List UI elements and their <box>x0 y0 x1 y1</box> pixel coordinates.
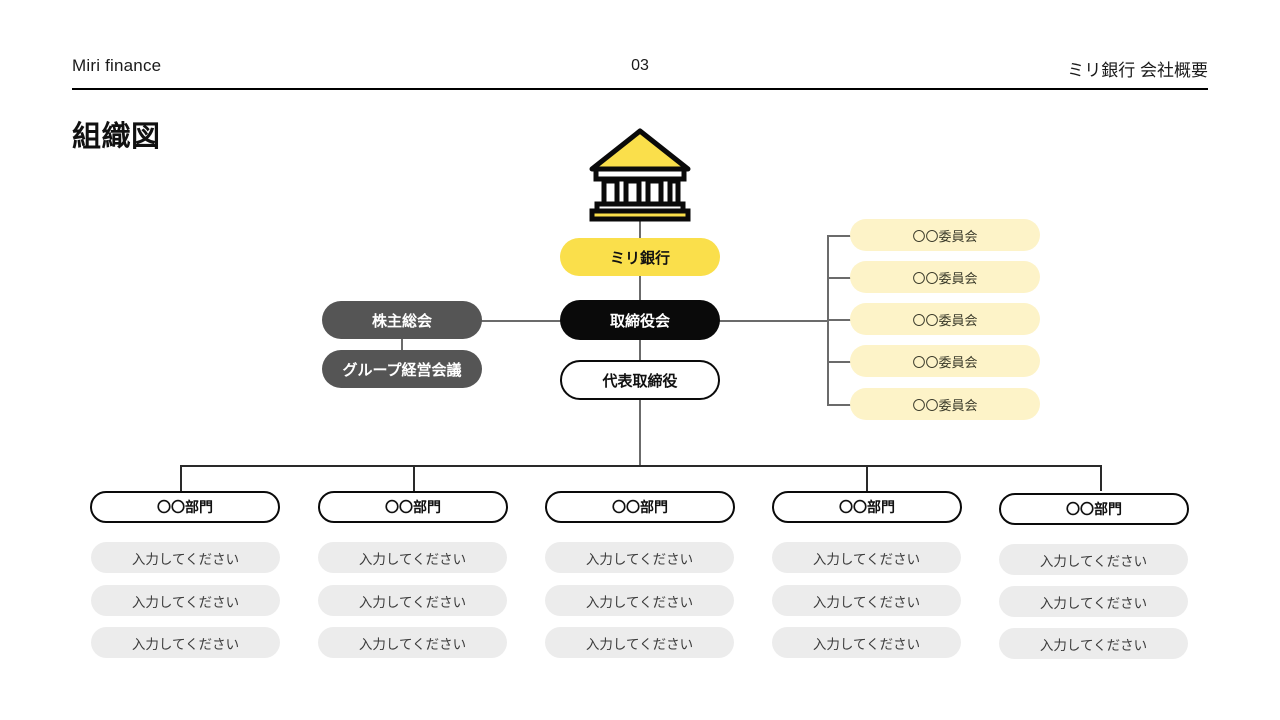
department-1-item-1[interactable]: 入力してください <box>91 542 280 573</box>
department-1-item-3[interactable]: 入力してください <box>91 627 280 658</box>
node-department-1[interactable]: 〇〇部門 <box>90 491 280 523</box>
department-drop-1 <box>180 465 182 491</box>
node-department-3-label: 〇〇部門 <box>612 499 668 515</box>
node-top-bank[interactable]: ミリ銀行 <box>560 238 720 276</box>
department-3-item-2-label: 入力してください <box>585 594 694 610</box>
department-1-item-1-label: 入力してください <box>131 551 240 567</box>
department-3-item-1-label: 入力してください <box>585 551 694 567</box>
department-5-item-3-label: 入力してください <box>1039 637 1148 653</box>
node-committee-2-label: 〇〇委員会 <box>912 270 978 286</box>
node-department-3[interactable]: 〇〇部門 <box>545 491 735 523</box>
connector-bank-to-board <box>639 276 641 304</box>
department-2-item-3[interactable]: 入力してください <box>318 627 507 658</box>
department-2-item-1[interactable]: 入力してください <box>318 542 507 573</box>
department-3-item-1[interactable]: 入力してください <box>545 542 734 573</box>
department-5-item-2[interactable]: 入力してください <box>999 586 1188 617</box>
department-5-item-1[interactable]: 入力してください <box>999 544 1188 575</box>
department-4-item-1-label: 入力してください <box>812 551 921 567</box>
node-committee-5[interactable]: 〇〇委員会 <box>850 388 1040 420</box>
node-committee-3-label: 〇〇委員会 <box>912 312 978 328</box>
node-shareholders-meeting[interactable]: 株主総会 <box>322 301 482 339</box>
department-5-item-1-label: 入力してください <box>1039 553 1148 569</box>
node-group-management-meeting-label: グループ経営会議 <box>342 361 462 379</box>
header-divider <box>72 88 1208 90</box>
department-bus-line <box>180 465 1101 467</box>
node-representative-director[interactable]: 代表取締役 <box>560 360 720 400</box>
node-top-bank-label: ミリ銀行 <box>609 249 670 267</box>
department-2-item-2-label: 入力してください <box>358 594 467 610</box>
department-1-item-3-label: 入力してください <box>131 636 240 652</box>
node-committee-5-label: 〇〇委員会 <box>912 397 978 413</box>
committee-branch-4 <box>827 361 851 363</box>
committee-branch-1 <box>827 235 851 237</box>
page-title: 組織図 <box>72 121 161 153</box>
connector-board-to-shareholders <box>481 320 561 322</box>
department-2-item-3-label: 入力してください <box>358 636 467 652</box>
node-committee-1[interactable]: 〇〇委員会 <box>850 219 1040 251</box>
node-committee-3[interactable]: 〇〇委員会 <box>850 303 1040 335</box>
node-shareholders-meeting-label: 株主総会 <box>371 312 432 330</box>
node-department-4-label: 〇〇部門 <box>839 499 895 515</box>
node-department-4[interactable]: 〇〇部門 <box>772 491 962 523</box>
department-4-item-2[interactable]: 入力してください <box>772 585 961 616</box>
committee-branch-3 <box>827 319 851 321</box>
header-document-title: ミリ銀行 会社概要 <box>1067 61 1208 80</box>
department-4-item-1[interactable]: 入力してください <box>772 542 961 573</box>
node-representative-director-label: 代表取締役 <box>602 372 678 390</box>
department-4-item-2-label: 入力してください <box>812 594 921 610</box>
department-4-item-3-label: 入力してください <box>812 636 921 652</box>
department-5-item-2-label: 入力してください <box>1039 595 1148 611</box>
department-drop-5 <box>1100 465 1102 491</box>
node-department-5[interactable]: 〇〇部門 <box>999 493 1189 525</box>
node-department-2[interactable]: 〇〇部門 <box>318 491 508 523</box>
department-4-item-3[interactable]: 入力してください <box>772 627 961 658</box>
department-drop-2 <box>413 465 415 491</box>
department-1-item-2[interactable]: 入力してください <box>91 585 280 616</box>
node-committee-4-label: 〇〇委員会 <box>912 354 978 370</box>
connector-icon-to-bank <box>639 220 641 240</box>
connector-shareholders-to-group-meeting <box>401 339 403 360</box>
department-1-item-2-label: 入力してください <box>131 594 240 610</box>
department-3-item-2[interactable]: 入力してください <box>545 585 734 616</box>
node-group-management-meeting[interactable]: グループ経営会議 <box>322 350 482 388</box>
committee-branch-2 <box>827 277 851 279</box>
node-committee-1-label: 〇〇委員会 <box>912 228 978 244</box>
node-department-1-label: 〇〇部門 <box>157 499 213 515</box>
department-3-item-3-label: 入力してください <box>585 636 694 652</box>
connector-board-to-committees <box>719 320 829 322</box>
node-department-5-label: 〇〇部門 <box>1066 501 1122 517</box>
page-number: 03 <box>631 57 649 74</box>
bank-building-icon <box>588 128 692 222</box>
department-5-item-3[interactable]: 入力してください <box>999 628 1188 659</box>
connector-ceo-to-departments <box>639 399 641 466</box>
node-committee-4[interactable]: 〇〇委員会 <box>850 345 1040 377</box>
committee-branch-5 <box>827 404 851 406</box>
department-drop-4 <box>866 465 868 491</box>
department-2-item-1-label: 入力してください <box>358 551 467 567</box>
department-2-item-2[interactable]: 入力してください <box>318 585 507 616</box>
node-board-of-directors-label: 取締役会 <box>609 312 670 330</box>
header-brand: Miri finance <box>72 56 162 75</box>
node-board-of-directors[interactable]: 取締役会 <box>560 300 720 340</box>
connector-board-to-ceo <box>639 338 641 362</box>
node-department-2-label: 〇〇部門 <box>385 499 441 515</box>
department-3-item-3[interactable]: 入力してください <box>545 627 734 658</box>
node-committee-2[interactable]: 〇〇委員会 <box>850 261 1040 293</box>
